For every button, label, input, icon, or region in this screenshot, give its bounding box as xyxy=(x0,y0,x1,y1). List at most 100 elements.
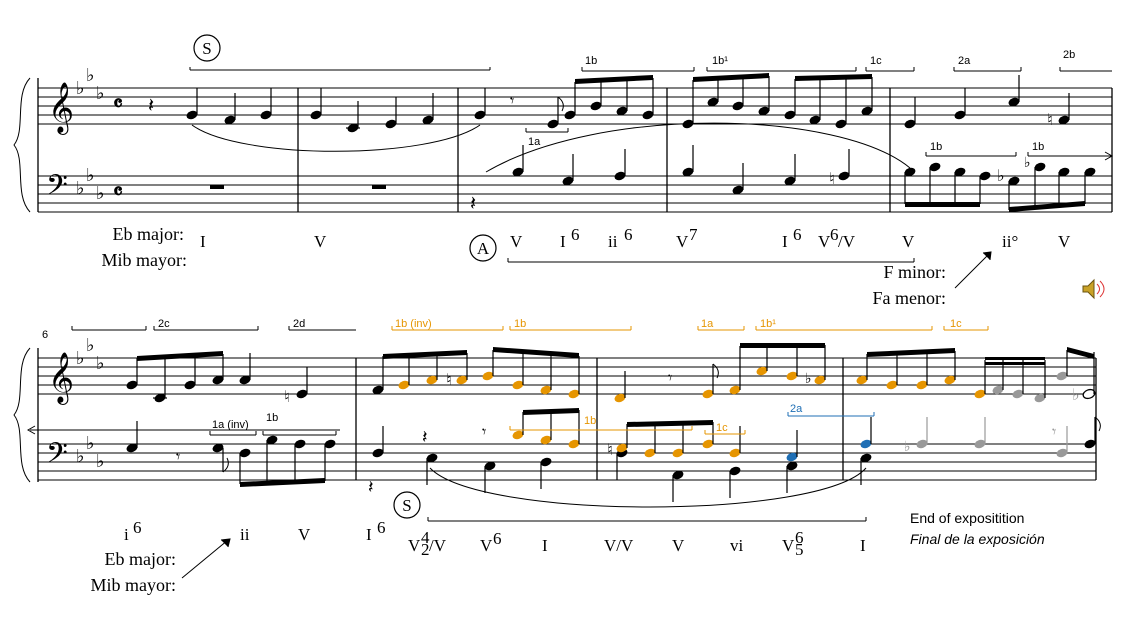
modulation-label-es: Fa menor: xyxy=(873,288,947,308)
svg-text:𝄾: 𝄾 xyxy=(1052,424,1056,441)
svg-text:I: I xyxy=(782,232,788,251)
svg-text:V: V xyxy=(298,525,311,544)
key-label-es-2: Mib mayor: xyxy=(91,575,177,595)
svg-text:♭: ♭ xyxy=(86,65,95,85)
svg-text:V/V: V/V xyxy=(604,536,634,555)
slur xyxy=(191,124,481,152)
time-signature-treble: 𝄴 xyxy=(113,91,123,116)
key-signature-bass: ♭♭♭ xyxy=(76,165,105,203)
measure-number: 6 xyxy=(42,329,48,341)
svg-text:1b¹: 1b¹ xyxy=(760,318,776,330)
svg-text:V: V xyxy=(480,536,493,555)
key-label-es: Mib mayor: xyxy=(102,250,188,270)
svg-text:♭: ♭ xyxy=(86,335,95,355)
svg-text:1a: 1a xyxy=(701,318,714,330)
key-label-en-2: Eb major: xyxy=(105,549,176,569)
svg-text:𝄽: 𝄽 xyxy=(368,477,374,497)
key-label-en: Eb major: xyxy=(113,224,184,244)
svg-text:6: 6 xyxy=(795,528,804,547)
svg-text:S: S xyxy=(402,496,411,515)
bass-notes-2: 𝄾 𝄽 𝄽 𝄾 ♮ xyxy=(125,408,1101,502)
bass-clef: 𝄢 xyxy=(46,171,68,208)
svg-text:V: V xyxy=(672,536,685,555)
modulation-arrow-2 xyxy=(181,539,229,579)
svg-text:𝄾: 𝄾 xyxy=(668,370,672,387)
svg-text:V: V xyxy=(818,232,831,251)
svg-text:i: i xyxy=(124,525,129,544)
svg-text:I: I xyxy=(200,232,206,251)
svg-text:♭: ♭ xyxy=(1072,387,1080,404)
svg-text:4: 4 xyxy=(421,528,430,547)
svg-text:1b: 1b xyxy=(584,415,596,427)
svg-text:𝄽: 𝄽 xyxy=(422,427,428,447)
section-marker-s-label: S xyxy=(202,39,211,58)
modulation-label-en: F minor: xyxy=(883,262,946,282)
key-signature-treble: ♭♭♭ xyxy=(76,65,105,103)
svg-text:/V: /V xyxy=(429,536,447,555)
svg-text:I: I xyxy=(366,525,372,544)
svg-text:V: V xyxy=(314,232,327,251)
svg-text:1b¹: 1b¹ xyxy=(712,55,728,67)
end-of-exposition-en: End of expositition xyxy=(910,510,1024,526)
svg-text:♭: ♭ xyxy=(1024,156,1031,171)
svg-text:2b: 2b xyxy=(1063,49,1075,61)
svg-text:𝄽: 𝄽 xyxy=(148,95,154,117)
svg-text:♮: ♮ xyxy=(829,171,835,188)
svg-text:♭: ♭ xyxy=(997,168,1005,185)
svg-text:1c: 1c xyxy=(950,318,962,330)
svg-text:♭: ♭ xyxy=(76,348,85,368)
svg-text:♮: ♮ xyxy=(1047,112,1053,129)
svg-text:V: V xyxy=(676,232,689,251)
svg-text:1b: 1b xyxy=(930,141,942,153)
time-signature-bass: 𝄴 xyxy=(113,179,123,204)
svg-text:ii°: ii° xyxy=(1002,232,1018,251)
modulation-arrow xyxy=(954,252,991,289)
svg-text:6: 6 xyxy=(830,225,839,244)
svg-text:♭: ♭ xyxy=(805,372,812,387)
svg-text:1a: 1a xyxy=(528,136,541,148)
svg-text:1b: 1b xyxy=(585,55,597,67)
svg-text:𝄾: 𝄾 xyxy=(176,449,180,466)
svg-text:V: V xyxy=(782,536,795,555)
section-marker-s xyxy=(193,34,221,62)
svg-text:1b: 1b xyxy=(266,412,278,424)
svg-text:6: 6 xyxy=(133,518,142,537)
svg-text:2: 2 xyxy=(421,540,430,559)
key-signature-bass-2: ♭♭♭ xyxy=(76,433,105,471)
svg-text:ii: ii xyxy=(608,232,618,251)
svg-text:I: I xyxy=(860,536,866,555)
svg-text:I: I xyxy=(542,536,548,555)
bass-notes-1: 𝄽 ♮ ♭ ♭ xyxy=(210,145,1097,215)
svg-text:6: 6 xyxy=(377,518,386,537)
bass-clef-2: 𝄢 xyxy=(46,439,68,476)
svg-text:7: 7 xyxy=(689,225,698,244)
svg-text:6: 6 xyxy=(624,225,633,244)
svg-text:6: 6 xyxy=(793,225,802,244)
svg-text:vi: vi xyxy=(730,536,744,555)
svg-text:♭: ♭ xyxy=(86,165,95,185)
system-1: 𝄞 𝄢 ♭♭♭ ♭♭♭ 𝄴 𝄴 𝄽 𝄾 xyxy=(13,34,1114,308)
system-2: 6 𝄞 𝄢 ♭♭♭ ♭♭♭ xyxy=(13,318,1101,595)
svg-text:♭: ♭ xyxy=(76,78,85,98)
section-marker-s-2 xyxy=(393,491,421,519)
treble-staff-2 xyxy=(38,357,1096,395)
bass-staff-2 xyxy=(38,443,1096,481)
svg-text:6: 6 xyxy=(493,529,502,548)
grand-staff-brace xyxy=(13,77,31,213)
section-marker-a xyxy=(469,234,497,262)
svg-text:2d: 2d xyxy=(293,318,305,330)
svg-text:2a: 2a xyxy=(790,403,803,415)
svg-text:𝄾: 𝄾 xyxy=(482,424,486,441)
svg-text:♮: ♮ xyxy=(607,442,613,459)
svg-text:A: A xyxy=(477,239,490,258)
svg-text:I: I xyxy=(560,232,566,251)
svg-text:♭: ♭ xyxy=(76,446,85,466)
svg-text:2c: 2c xyxy=(158,318,170,330)
speaker-icon[interactable] xyxy=(1081,277,1105,301)
svg-text:♭: ♭ xyxy=(96,451,105,471)
svg-text:♮: ♮ xyxy=(284,389,290,406)
svg-text:♭: ♭ xyxy=(96,353,105,373)
svg-text:/V: /V xyxy=(838,232,856,251)
harmonic-analysis-1: Eb major: Mib mayor: I V A V I 6 ii 6 V … xyxy=(102,224,1072,308)
